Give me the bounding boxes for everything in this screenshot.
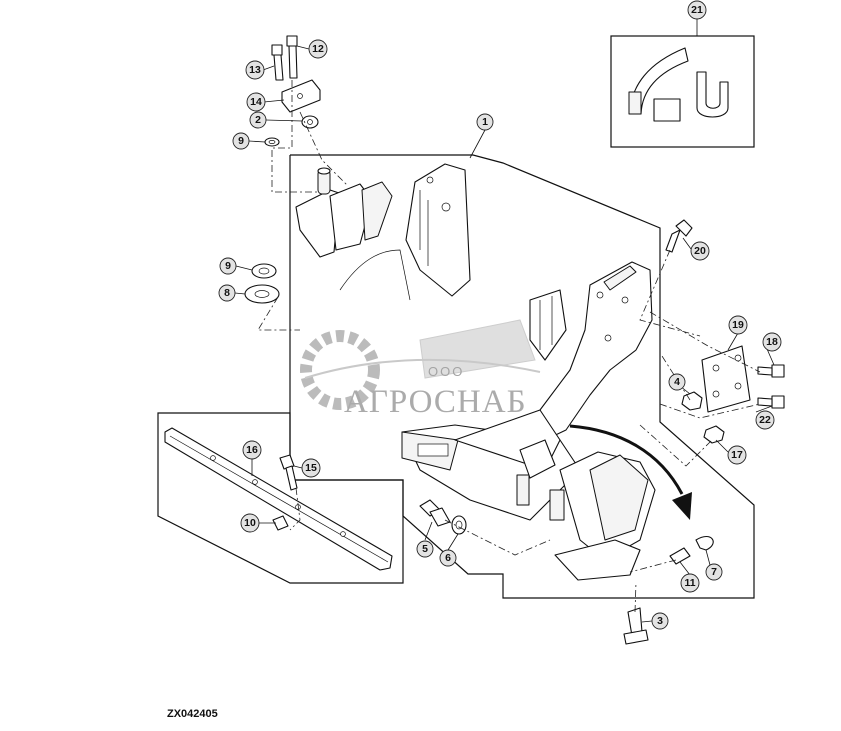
callout-16: 16	[242, 440, 262, 460]
mounting-plate-19	[701, 345, 751, 413]
svg-text:10: 10	[244, 517, 256, 529]
svg-text:8: 8	[224, 287, 230, 299]
svg-text:22: 22	[759, 414, 771, 426]
callout-13: 12	[308, 39, 328, 59]
left-bracket-assembly	[295, 163, 471, 301]
callout-7: 7	[705, 563, 723, 581]
svg-text:15: 15	[305, 462, 317, 474]
rail-16	[164, 427, 393, 571]
callouts: 12 13 14 2 9 1 21 20 9 8 19 18 4 22 17 1…	[218, 0, 782, 630]
main-frame-beam	[401, 409, 656, 581]
callout-leaders	[234, 12, 775, 623]
callout-22: 22	[755, 410, 775, 430]
figure-code: ZX042405	[167, 708, 218, 720]
main-assembly-outline	[157, 154, 755, 599]
watermark-company-form: ООО	[428, 364, 464, 379]
svg-text:19: 19	[732, 319, 744, 331]
callout-3: 3	[651, 612, 669, 630]
callout-20: 20	[690, 241, 710, 261]
svg-text:2: 2	[255, 114, 261, 126]
svg-text:14: 14	[250, 96, 262, 108]
svg-text:5: 5	[422, 543, 428, 555]
callout-10: 10	[240, 513, 260, 533]
callout-15: 14	[246, 92, 266, 112]
callout-6: 6	[439, 549, 457, 567]
callout-5: 5	[416, 540, 434, 558]
svg-text:7: 7	[711, 566, 717, 578]
svg-text:1: 1	[482, 116, 488, 128]
callout-2: 2	[249, 111, 267, 129]
callout-17: 17	[727, 445, 747, 465]
inset-box-part-21	[610, 35, 755, 148]
svg-text:17: 17	[731, 449, 743, 461]
svg-text:13: 13	[249, 64, 261, 76]
callout-1: 1	[476, 113, 494, 131]
svg-text:20: 20	[694, 245, 706, 257]
svg-text:16: 16	[246, 444, 258, 456]
callout-9-top: 9	[232, 132, 250, 150]
callout-4: 4	[668, 373, 686, 391]
svg-text:18: 18	[766, 336, 778, 348]
callout-19: 19	[728, 315, 748, 335]
svg-text:3: 3	[657, 615, 663, 627]
callout-11: 11	[680, 573, 700, 593]
watermark-brand: АГРОСНАБ	[344, 384, 527, 420]
svg-text:9: 9	[238, 135, 244, 147]
watermark-logo: ООО АГРОСНАБ	[300, 319, 541, 420]
callout-21: 21	[687, 0, 707, 20]
callout-8: 8	[218, 284, 236, 302]
fasteners	[244, 35, 785, 645]
svg-text:4: 4	[674, 376, 680, 388]
callout-14: 13	[245, 60, 265, 80]
callout-12: 15	[301, 458, 321, 478]
callout-9-mid: 9	[219, 257, 237, 275]
right-side-plate-assembly	[529, 261, 653, 441]
callout-18: 18	[762, 332, 782, 352]
rotation-arrow	[569, 424, 692, 520]
svg-text:9: 9	[225, 260, 231, 272]
svg-text:6: 6	[445, 552, 451, 564]
svg-text:21: 21	[691, 4, 703, 16]
svg-text:11: 11	[684, 577, 695, 589]
svg-text:12: 12	[312, 43, 324, 55]
